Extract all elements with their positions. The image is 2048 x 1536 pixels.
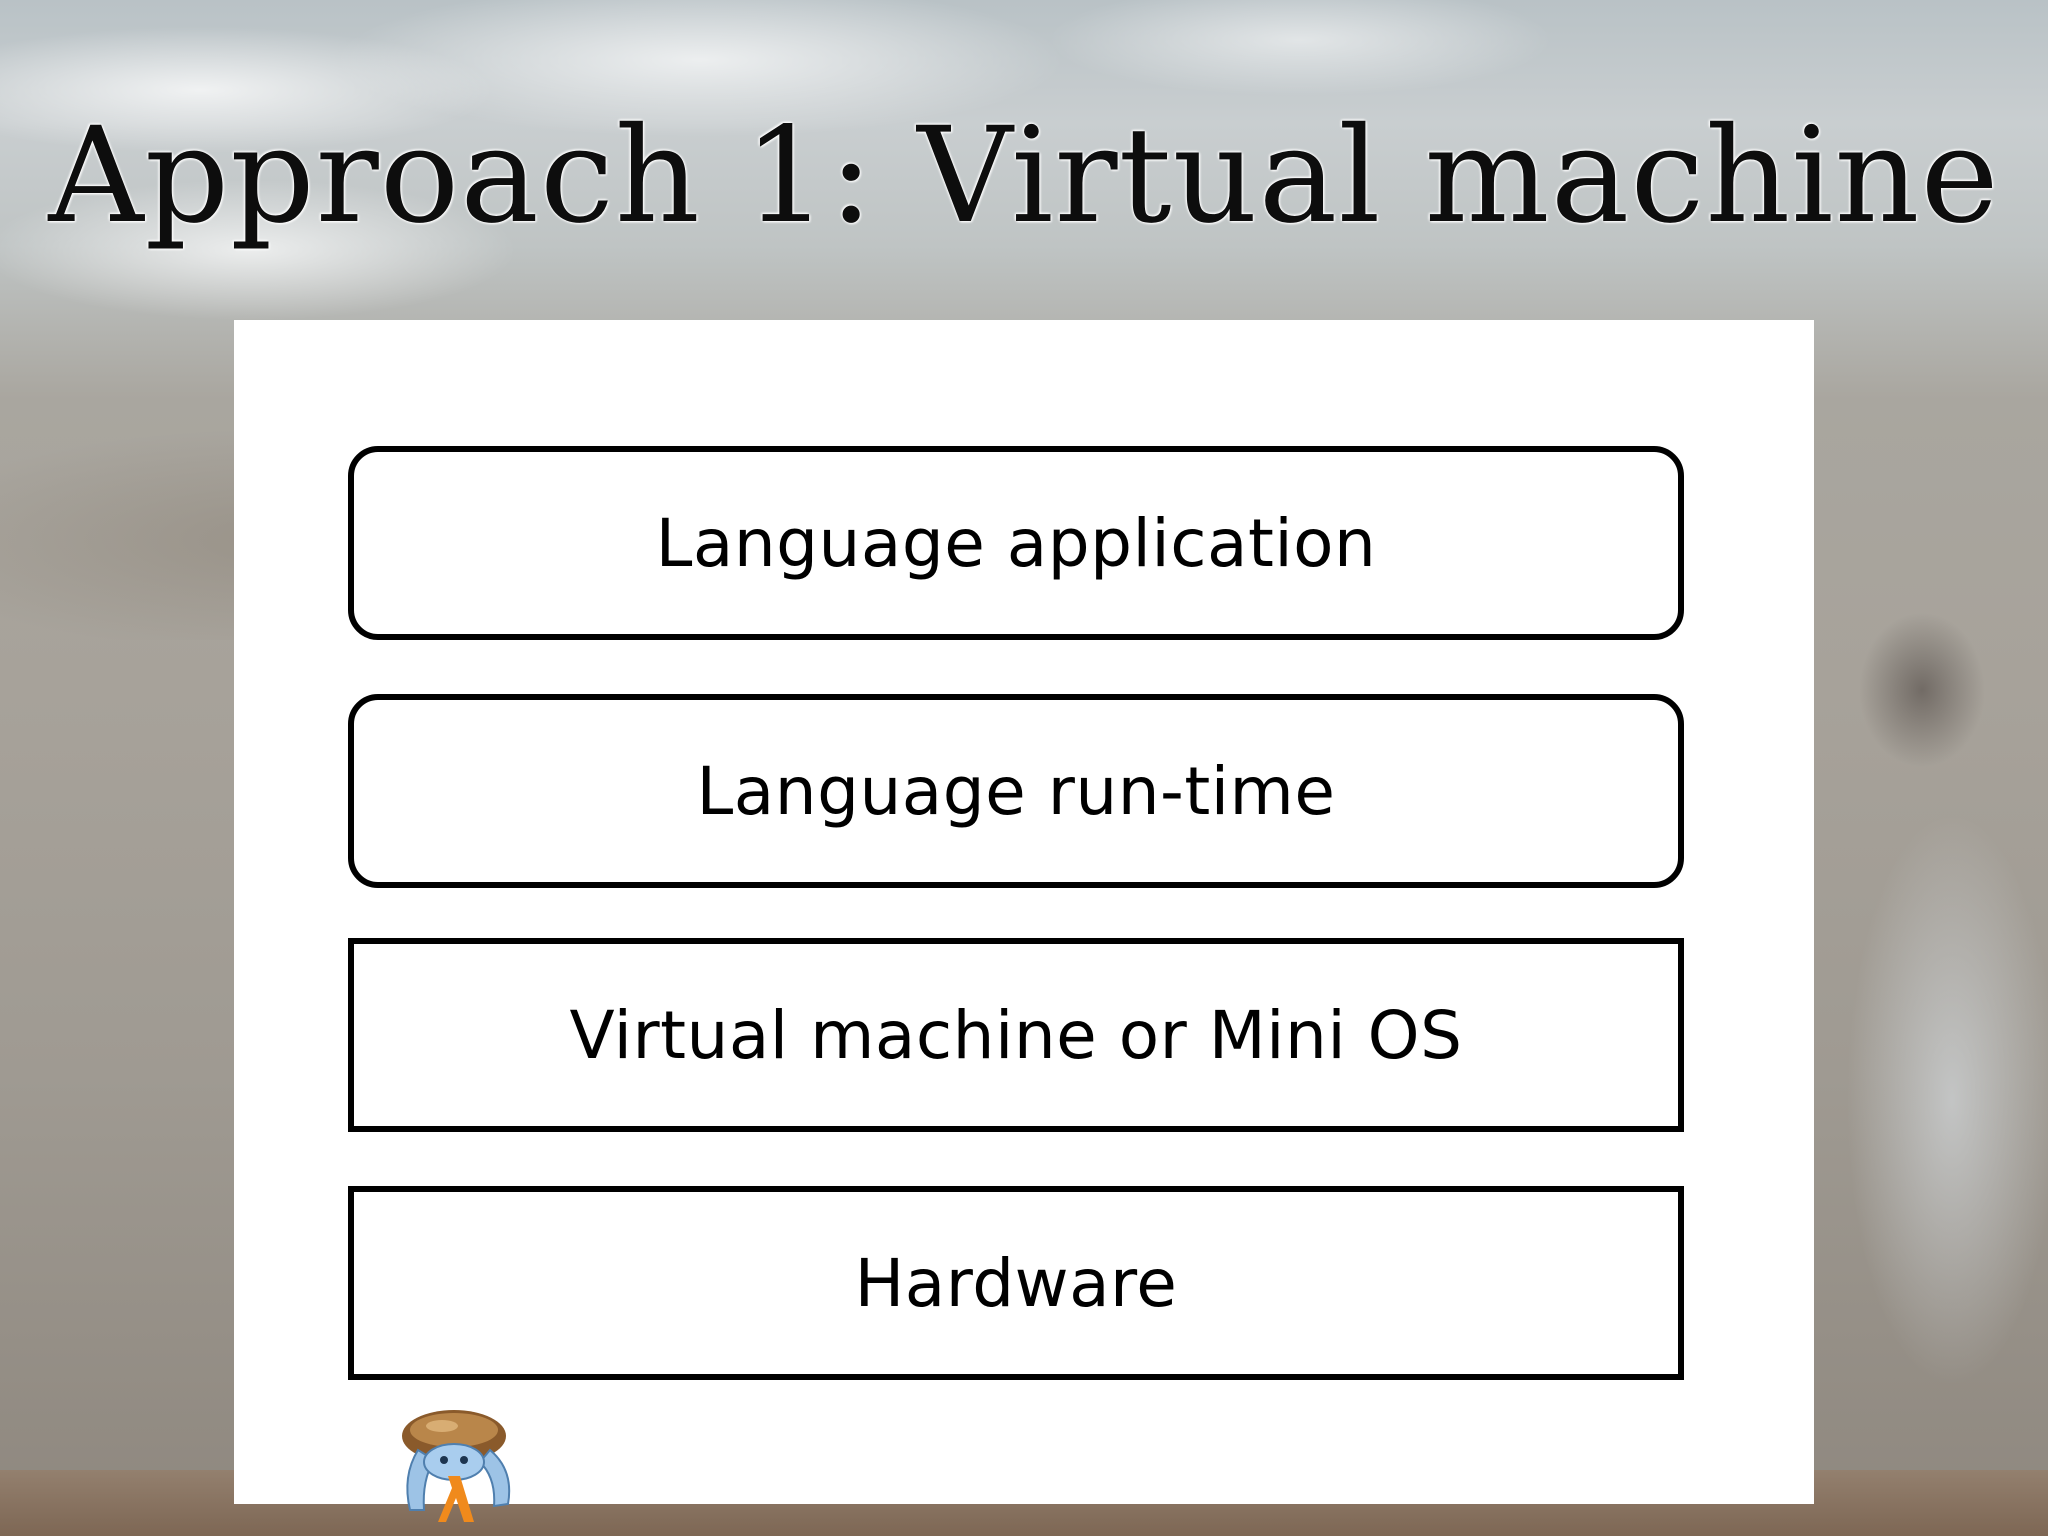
layer-label: Hardware (854, 1244, 1178, 1322)
diagram-panel: Language application Language run-time V… (234, 320, 1814, 1522)
layer-language-application: Language application (348, 446, 1684, 640)
background-person (1812, 580, 2048, 1500)
slide-title: Approach 1: Virtual machine (48, 99, 2000, 253)
layer-label: Language run-time (696, 752, 1336, 830)
layer-label: Language application (655, 504, 1377, 582)
mascot-logo-icon (402, 1410, 511, 1522)
layer-label: Virtual machine or Mini OS (569, 996, 1463, 1074)
layer-language-runtime: Language run-time (348, 694, 1684, 888)
layer-hardware: Hardware (348, 1186, 1684, 1380)
layer-virtual-machine: Virtual machine or Mini OS (348, 938, 1684, 1132)
